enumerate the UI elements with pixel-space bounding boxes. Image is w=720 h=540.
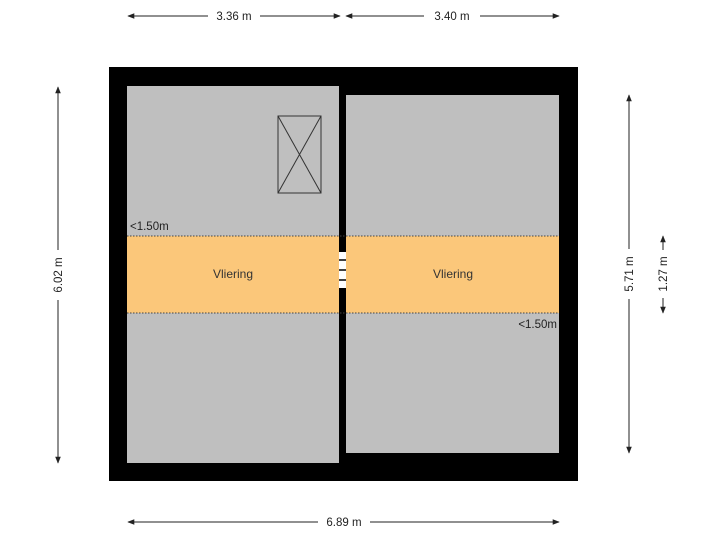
svg-text:3.36 m: 3.36 m bbox=[216, 11, 251, 23]
left-height-note: <1.50m bbox=[130, 221, 169, 233]
svg-text:3.40 m: 3.40 m bbox=[434, 11, 469, 23]
left-low-zone bbox=[127, 236, 339, 313]
top-right-dimension: 3.40 m bbox=[345, 11, 560, 23]
svg-text:6.89 m: 6.89 m bbox=[326, 517, 361, 529]
left-room-label: Vliering bbox=[213, 267, 253, 281]
right-low-zone bbox=[346, 236, 559, 313]
right-outer-dimension: 5.71 m bbox=[624, 94, 636, 454]
right-inner-dimension: 1.27 m bbox=[658, 235, 670, 314]
svg-text:6.02 m: 6.02 m bbox=[53, 257, 65, 292]
right-height-note: <1.50m bbox=[518, 319, 557, 331]
left-dimension: 6.02 m bbox=[53, 86, 65, 464]
svg-text:5.71 m: 5.71 m bbox=[624, 256, 636, 291]
skylight-icon bbox=[277, 115, 322, 194]
bottom-dimension: 6.89 m bbox=[127, 517, 560, 529]
top-left-dimension: 3.36 m bbox=[127, 11, 341, 23]
svg-text:1.27 m: 1.27 m bbox=[658, 256, 670, 291]
right-room-label: Vliering bbox=[433, 267, 473, 281]
